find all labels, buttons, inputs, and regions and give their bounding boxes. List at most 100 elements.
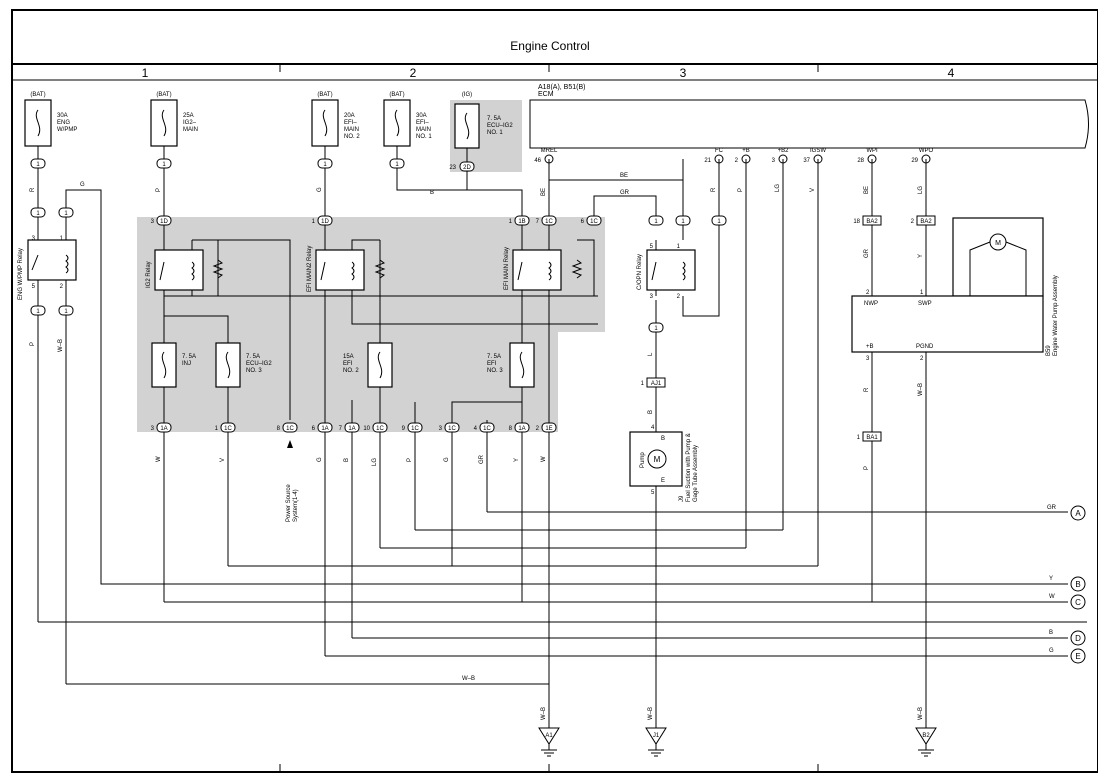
fuse-efi-no3: 7. 5A EFI NO. 3	[487, 342, 535, 388]
svg-text:1: 1	[36, 309, 40, 315]
column-3: 3	[680, 66, 687, 80]
column-1: 1	[142, 66, 149, 80]
fuse-label: 7. 5A	[487, 116, 501, 122]
svg-text:1E: 1E	[545, 426, 552, 432]
svg-text:1C: 1C	[545, 219, 553, 225]
pin-num-igsw: 37	[803, 158, 810, 164]
svg-text:1: 1	[395, 162, 399, 168]
svg-text:1: 1	[857, 435, 861, 441]
ecm-pin-b: +B	[742, 148, 750, 154]
column-4: 4	[948, 66, 955, 80]
fuse-ecu-ig2-no1: (IG) 7. 5A ECU–IG2 NO. 1	[454, 92, 513, 149]
svg-text:P: P	[156, 188, 162, 192]
svg-text:5: 5	[651, 490, 655, 496]
svg-text:1A: 1A	[160, 426, 167, 432]
svg-text:1: 1	[215, 426, 219, 432]
svg-text:J1: J1	[653, 733, 660, 739]
ecm-pin-wpo: WPO	[919, 148, 934, 154]
svg-text:L: L	[648, 352, 654, 356]
svg-text:1D: 1D	[321, 219, 329, 225]
svg-text:2: 2	[536, 426, 540, 432]
fuse-source-1: (BAT)	[30, 92, 45, 98]
svg-text:23: 23	[449, 165, 456, 171]
svg-text:3: 3	[866, 356, 870, 362]
fuse-label: EFI	[487, 361, 497, 367]
svg-text:LG: LG	[918, 186, 924, 194]
fuse-source-3: (BAT)	[317, 92, 332, 98]
ecm-box	[529, 99, 1089, 149]
svg-text:1: 1	[681, 219, 685, 225]
svg-text:1: 1	[60, 236, 64, 242]
fuel-pump-assembly: M Pump 4 B 5 E J9 Fuel Suction with Pump…	[629, 425, 699, 502]
ecm-pins: MREL FC +B +B2 IGSW WPI WPO 46 21 2 3 37…	[534, 148, 933, 164]
svg-text:BA2: BA2	[920, 219, 932, 225]
engine-water-pump-assembly: M NWP SWP +B PGND 2 1 3 2 B59 Engine Wat…	[851, 217, 1059, 362]
fuse-efi-no2: 15A EFI NO. 2	[343, 342, 393, 388]
fuse-label: W/PMP	[57, 127, 77, 133]
svg-text:R: R	[864, 387, 870, 392]
svg-text:10: 10	[363, 426, 370, 432]
svg-text:Engine Water Pump Assembly: Engine Water Pump Assembly	[1053, 275, 1059, 356]
svg-text:B: B	[430, 190, 434, 196]
svg-text:V: V	[220, 458, 226, 462]
svg-text:BA1: BA1	[866, 435, 878, 441]
fuse-label: 7. 5A	[246, 354, 260, 360]
svg-text:1C: 1C	[590, 219, 598, 225]
fuse-inj: 7. 5A INJ	[151, 342, 196, 388]
svg-text:NWP: NWP	[864, 301, 878, 307]
svg-text:Power Source: Power Source	[286, 484, 292, 522]
svg-text:1: 1	[36, 211, 40, 217]
svg-text:18: 18	[853, 219, 860, 225]
fuse-source-4: (BAT)	[389, 92, 404, 98]
pump-motor-icon: M	[654, 455, 661, 464]
water-pump-motor-icon: M	[995, 240, 1001, 247]
svg-text:1: 1	[717, 219, 721, 225]
svg-text:P: P	[864, 466, 870, 470]
svg-text:2: 2	[920, 356, 924, 362]
relay-ig2: IG2 Relay	[146, 249, 224, 291]
ground-j1: J1	[645, 727, 667, 757]
svg-text:B: B	[1049, 630, 1053, 636]
fuse-ig2-main: (BAT) 25A IG2– MAIN	[150, 92, 198, 147]
svg-text:GR: GR	[620, 190, 630, 196]
svg-text:2: 2	[866, 290, 870, 296]
svg-text:G: G	[317, 187, 323, 192]
fuse-label: NO. 1	[487, 130, 503, 136]
svg-text:2: 2	[677, 294, 681, 300]
svg-text:1C: 1C	[483, 426, 491, 432]
fuse-label: 25A	[183, 113, 194, 119]
fuse-source-5: (IG)	[462, 92, 472, 98]
fuse-label: EFI–	[416, 120, 429, 126]
relay-c-opn: C/OPN Relay	[637, 249, 696, 291]
svg-text:1: 1	[920, 290, 924, 296]
fuse-label: NO. 3	[487, 368, 503, 374]
output-d: D	[1075, 634, 1081, 643]
fuse-source-2: (BAT)	[156, 92, 171, 98]
svg-text:4: 4	[474, 426, 478, 432]
svg-text:R: R	[30, 187, 36, 192]
svg-text:BE: BE	[541, 188, 547, 196]
output-connectors: A GR B Y C W D B E G	[1047, 505, 1086, 664]
fuse-label: 15A	[343, 354, 354, 360]
svg-text:2: 2	[60, 284, 64, 290]
svg-text:GR: GR	[479, 454, 485, 464]
svg-text:LG: LG	[372, 458, 378, 466]
svg-text:W: W	[156, 456, 162, 462]
svg-text:8: 8	[509, 426, 513, 432]
pin-num-b: 2	[735, 158, 739, 164]
svg-text:3: 3	[151, 219, 155, 225]
svg-text:J9: J9	[679, 495, 685, 502]
ground-b2: B2	[915, 727, 937, 757]
ecm-pin-igsw: IGSW	[810, 148, 826, 154]
svg-text:1: 1	[64, 309, 68, 315]
fuse-label: INJ	[182, 361, 191, 367]
svg-text:E: E	[661, 478, 665, 484]
fuse-label: MAIN	[416, 127, 431, 133]
svg-text:W: W	[1049, 594, 1055, 600]
pin-num-b2: 3	[772, 158, 776, 164]
svg-text:Pump: Pump	[640, 452, 646, 468]
relay-eng-wpmp: ENG W/PMP Relay	[18, 239, 77, 300]
fuse-label: NO. 2	[344, 134, 360, 140]
svg-text:W–B: W–B	[58, 339, 64, 352]
